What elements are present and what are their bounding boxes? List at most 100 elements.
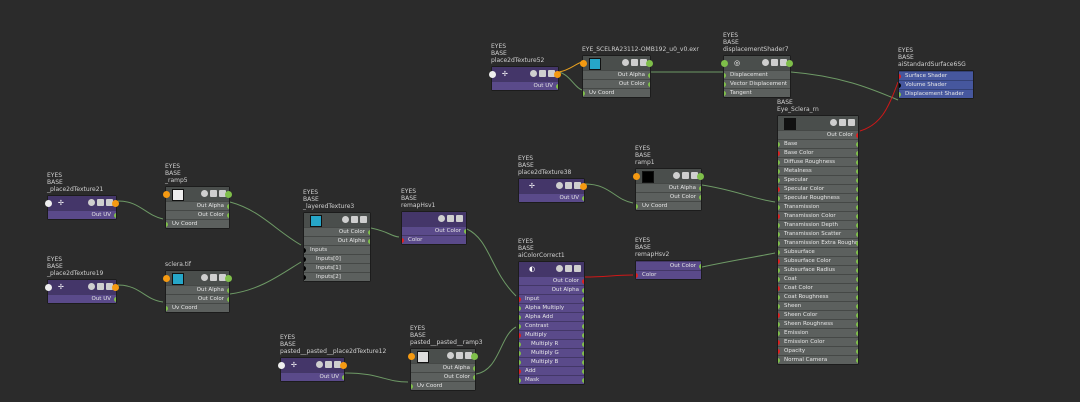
input-port[interactable]: [411, 383, 413, 389]
node-buttons[interactable]: [199, 190, 226, 197]
attr-volume-shader[interactable]: Volume Shader: [899, 80, 973, 89]
output-port[interactable]: [856, 348, 858, 354]
output-port[interactable]: [471, 352, 478, 360]
output-port[interactable]: [856, 195, 858, 201]
output-port[interactable]: [856, 141, 858, 147]
input-port[interactable]: [778, 150, 780, 156]
input-port[interactable]: [402, 237, 404, 243]
output-port[interactable]: [582, 359, 584, 365]
attr-out-alpha[interactable]: Out Alpha: [583, 70, 650, 79]
input-port[interactable]: [778, 222, 780, 228]
output-port[interactable]: [582, 332, 584, 338]
output-port[interactable]: [582, 377, 584, 383]
node-file-eye-sclera[interactable]: EYE_SCELRA23112-OMB192_u0_v0.exr Out Alp…: [580, 46, 699, 98]
attr-color[interactable]: Color: [636, 270, 701, 279]
input-port[interactable]: [778, 168, 780, 174]
attr-out-color[interactable]: Out Color: [166, 210, 229, 219]
input-port[interactable]: [778, 231, 780, 237]
output-port[interactable]: [227, 203, 229, 209]
output-port[interactable]: [368, 229, 370, 235]
output-port[interactable]: [856, 339, 858, 345]
attr-row[interactable]: Alpha Add: [519, 312, 584, 321]
input-port[interactable]: [45, 199, 52, 207]
output-port[interactable]: [473, 374, 475, 380]
node-buttons[interactable]: [554, 182, 581, 189]
input-port[interactable]: [778, 141, 780, 147]
output-port[interactable]: [225, 274, 232, 282]
output-port[interactable]: [582, 323, 584, 329]
attr-out-color[interactable]: Out Color: [636, 192, 701, 201]
input-port[interactable]: [778, 294, 780, 300]
input-port[interactable]: [778, 177, 780, 183]
output-port[interactable]: [856, 249, 858, 255]
input-port[interactable]: [163, 274, 170, 282]
input-port[interactable]: [519, 296, 521, 302]
input-port[interactable]: [166, 305, 168, 311]
output-port[interactable]: [580, 182, 587, 190]
attr-row[interactable]: Transmission Depth: [778, 220, 858, 229]
input-port[interactable]: [899, 82, 901, 88]
input-port[interactable]: [778, 186, 780, 192]
output-port[interactable]: [582, 296, 584, 302]
node-buttons[interactable]: [620, 59, 647, 66]
attr-row[interactable]: Subsurface Radius: [778, 265, 858, 274]
attr-row[interactable]: Multiply: [519, 330, 584, 339]
input-port[interactable]: [778, 240, 780, 246]
input-port[interactable]: [304, 265, 306, 271]
node-buttons[interactable]: [86, 283, 113, 290]
attr-out-color[interactable]: Out Color: [778, 130, 858, 139]
attr-row[interactable]: Emission Color: [778, 337, 858, 346]
input-port[interactable]: [724, 81, 726, 87]
attr-uv-coord[interactable]: Uv Coord: [411, 381, 475, 390]
attr-out-alpha[interactable]: Out Alpha: [166, 285, 229, 294]
output-port[interactable]: [856, 258, 858, 264]
input-port[interactable]: [519, 359, 521, 365]
attr-out-alpha[interactable]: Out Alpha: [166, 201, 229, 210]
attr-row[interactable]: Mask: [519, 375, 584, 384]
output-port[interactable]: [473, 365, 475, 371]
input-port[interactable]: [519, 323, 521, 329]
attr-out-alpha[interactable]: Out Alpha: [411, 363, 475, 372]
output-port[interactable]: [699, 194, 701, 200]
node-buttons[interactable]: [436, 215, 463, 222]
attr-out-alpha[interactable]: Out Alpha: [519, 285, 584, 294]
input-port[interactable]: [304, 274, 306, 280]
attr-vector-displacement[interactable]: Vector Displacement: [724, 79, 790, 88]
attr-row[interactable]: Multiply B: [519, 357, 584, 366]
output-port[interactable]: [114, 296, 116, 302]
input-port[interactable]: [580, 59, 587, 67]
input-port[interactable]: [166, 221, 168, 227]
input-port[interactable]: [778, 267, 780, 273]
input-port[interactable]: [778, 339, 780, 345]
input-port[interactable]: [636, 272, 638, 278]
input-port[interactable]: [724, 90, 726, 96]
output-port[interactable]: [856, 186, 858, 192]
attr-out-color[interactable]: Out Color: [636, 261, 701, 270]
attr-row[interactable]: Input: [519, 294, 584, 303]
input-port[interactable]: [636, 203, 638, 209]
node-buttons[interactable]: [554, 265, 581, 272]
attr-row[interactable]: Subsurface: [778, 247, 858, 256]
output-port[interactable]: [856, 168, 858, 174]
node-buttons[interactable]: [445, 352, 472, 359]
attr-row[interactable]: Transmission Color: [778, 211, 858, 220]
output-port[interactable]: [856, 240, 858, 246]
output-port[interactable]: [856, 303, 858, 309]
input-port[interactable]: [408, 352, 415, 360]
output-port[interactable]: [340, 361, 347, 369]
output-port[interactable]: [856, 177, 858, 183]
attr-uv-coord[interactable]: Uv Coord: [636, 201, 701, 210]
attr-row[interactable]: Coat: [778, 274, 858, 283]
attr-row[interactable]: Alpha Multiply: [519, 303, 584, 312]
attr-row[interactable]: Transmission: [778, 202, 858, 211]
attr-row[interactable]: Diffuse Roughness: [778, 157, 858, 166]
attr-row[interactable]: Coat Color: [778, 283, 858, 292]
attr-row[interactable]: Emission: [778, 328, 858, 337]
input-port[interactable]: [778, 357, 780, 363]
attr-row[interactable]: Specular Color: [778, 184, 858, 193]
